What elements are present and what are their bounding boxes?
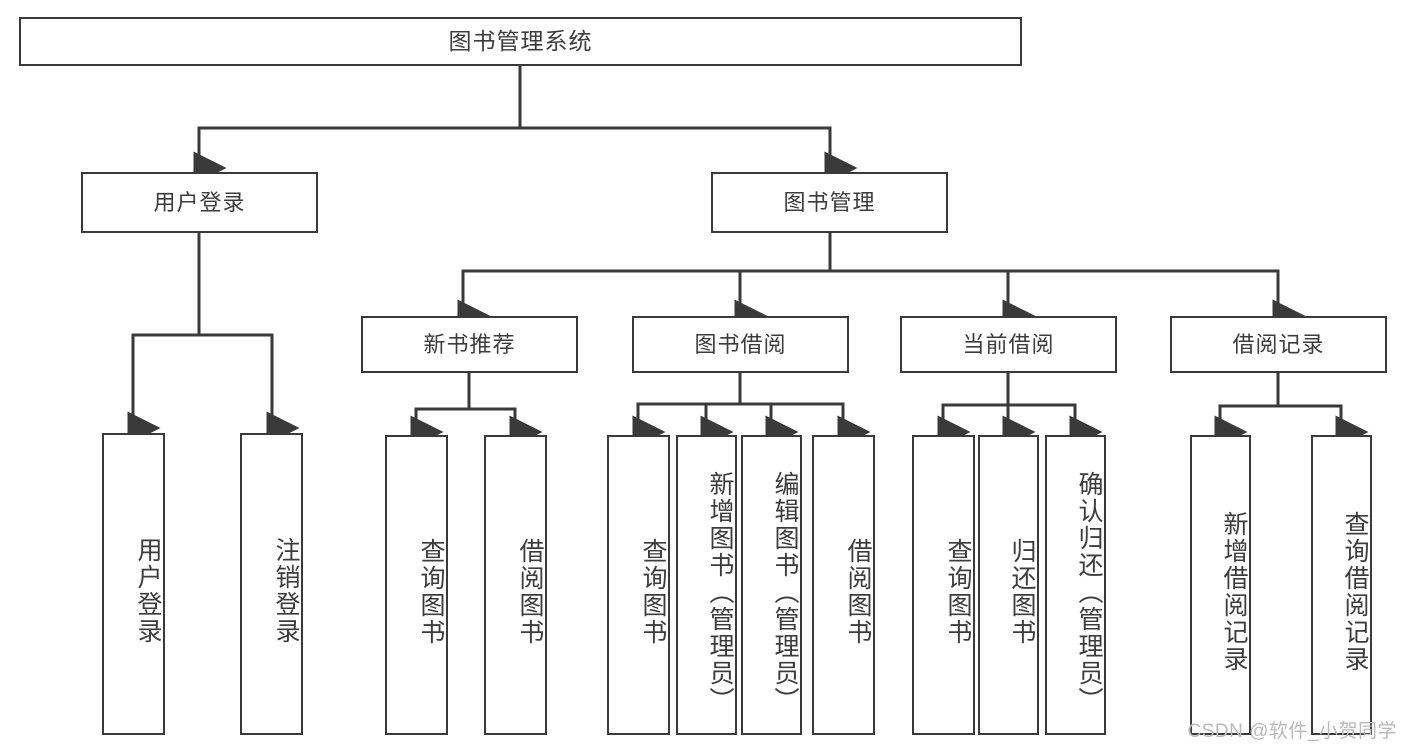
node-user-login-label: 用户登录 xyxy=(153,189,246,215)
node-new-book-rec[interactable]: 新书推荐 xyxy=(361,316,578,373)
node-leaf-borrow-book-1[interactable]: 借阅图书 xyxy=(484,435,547,735)
node-leaf-query-book-2-label: 查询图书 xyxy=(639,538,667,646)
node-leaf-return-book-label: 归还图书 xyxy=(1008,538,1036,646)
node-new-book-rec-label: 新书推荐 xyxy=(423,331,516,357)
node-root-label: 图书管理系统 xyxy=(448,28,593,54)
node-leaf-logout-label: 注销登录 xyxy=(272,537,300,645)
node-leaf-add-record[interactable]: 新增借阅记录 xyxy=(1190,435,1251,735)
node-leaf-query-book-1-label: 查询图书 xyxy=(417,538,445,646)
node-leaf-user-login-label: 用户登录 xyxy=(134,537,162,645)
node-leaf-confirm-return[interactable]: 确认归还（管理员） xyxy=(1045,435,1106,735)
node-leaf-query-book-1[interactable]: 查询图书 xyxy=(385,435,448,735)
node-leaf-query-record[interactable]: 查询借阅记录 xyxy=(1311,435,1372,735)
node-leaf-edit-book-label: 编辑图书（管理员） xyxy=(771,470,799,714)
node-current-borrow[interactable]: 当前借阅 xyxy=(900,316,1117,373)
node-leaf-edit-book[interactable]: 编辑图书（管理员） xyxy=(741,435,802,735)
node-book-borrow-label: 图书借阅 xyxy=(694,331,787,357)
node-borrow-record[interactable]: 借阅记录 xyxy=(1170,316,1387,373)
node-leaf-query-book-2[interactable]: 查询图书 xyxy=(607,435,670,735)
node-leaf-query-record-label: 查询借阅记录 xyxy=(1341,511,1369,673)
node-user-login[interactable]: 用户登录 xyxy=(81,172,318,233)
node-leaf-add-record-label: 新增借阅记录 xyxy=(1220,511,1248,673)
node-leaf-borrow-book-1-label: 借阅图书 xyxy=(516,538,544,646)
node-leaf-user-login[interactable]: 用户登录 xyxy=(102,433,165,735)
node-book-borrow[interactable]: 图书借阅 xyxy=(632,316,849,373)
node-book-manage[interactable]: 图书管理 xyxy=(711,172,948,233)
node-root[interactable]: 图书管理系统 xyxy=(19,17,1022,66)
node-leaf-borrow-book-2[interactable]: 借阅图书 xyxy=(812,435,875,735)
node-leaf-add-book[interactable]: 新增图书（管理员） xyxy=(676,435,737,735)
node-leaf-add-book-label: 新增图书（管理员） xyxy=(706,470,734,714)
node-leaf-query-book-3-label: 查询图书 xyxy=(944,538,972,646)
node-current-borrow-label: 当前借阅 xyxy=(962,331,1055,357)
node-leaf-logout[interactable]: 注销登录 xyxy=(240,433,303,735)
node-book-manage-label: 图书管理 xyxy=(783,189,876,215)
csdn-watermark: CSDN @软件_小贺同学 xyxy=(1187,721,1397,742)
node-leaf-query-book-3[interactable]: 查询图书 xyxy=(912,435,975,735)
node-leaf-borrow-book-2-label: 借阅图书 xyxy=(844,538,872,646)
node-leaf-return-book[interactable]: 归还图书 xyxy=(978,435,1039,735)
node-leaf-confirm-return-label: 确认归还（管理员） xyxy=(1075,470,1103,714)
node-borrow-record-label: 借阅记录 xyxy=(1232,331,1325,357)
